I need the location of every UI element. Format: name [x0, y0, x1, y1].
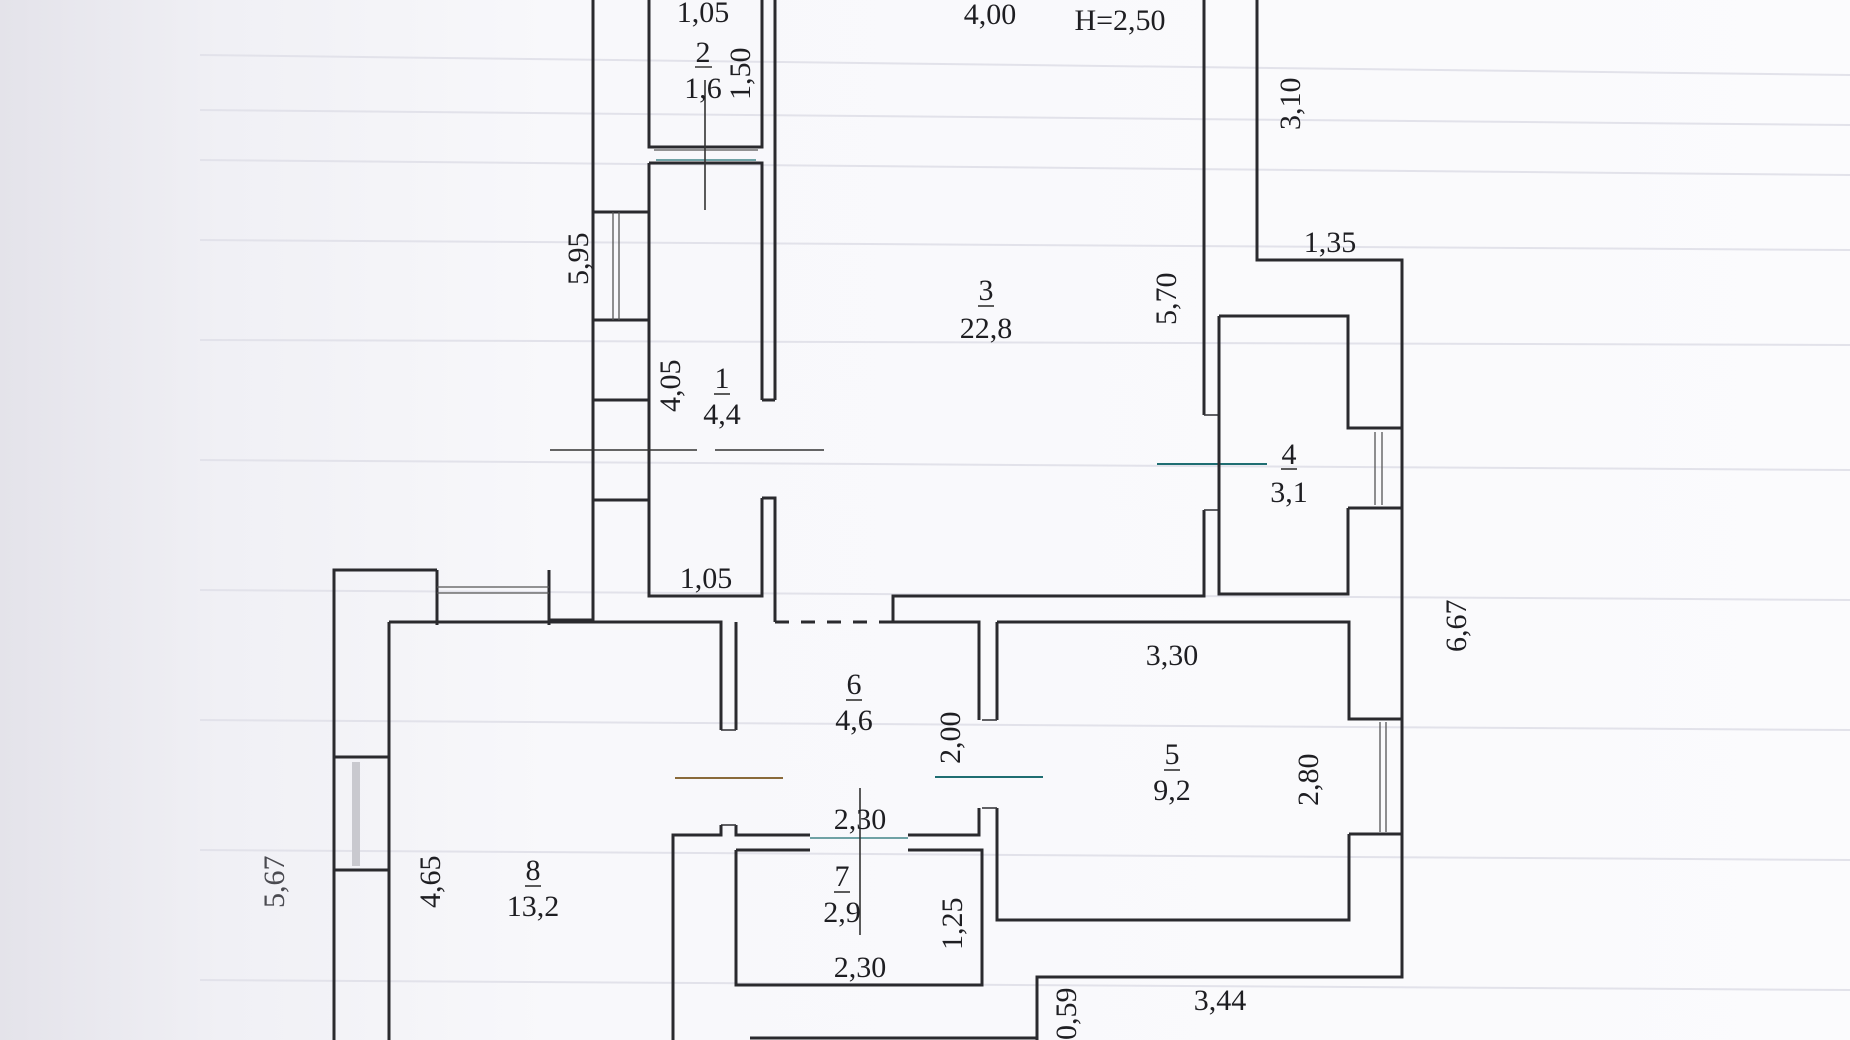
- room-2-number: 2: [696, 36, 711, 69]
- room-5-number: 5: [1165, 738, 1180, 771]
- dim-west-total: 5,67: [258, 856, 291, 909]
- ceiling-height: H=2,50: [1074, 4, 1165, 37]
- room-5-area: 9,2: [1153, 774, 1191, 807]
- dim-room3-length: 5,70: [1150, 273, 1183, 326]
- dim-east-wing-top: 3,10: [1274, 78, 1307, 131]
- corridor-block: [549, 0, 824, 622]
- dim-east-wing-step: 1,35: [1304, 226, 1357, 259]
- dim-room5-width: 3,30: [1146, 639, 1199, 672]
- dim-room7-width: 2,30: [834, 951, 887, 984]
- room-7-number: 7: [835, 860, 850, 893]
- room-3-number: 3: [979, 274, 994, 307]
- east-wing-walls: [1035, 0, 1404, 1040]
- room-6-number: 6: [847, 668, 862, 701]
- dim-room5-length: 2,80: [1292, 754, 1325, 807]
- room-6-area: 4,6: [835, 704, 873, 737]
- room-5-walls: [935, 620, 1402, 922]
- dim-south-step: 0,59: [1050, 988, 1083, 1040]
- room-2-area: 1,6: [684, 72, 722, 105]
- room-labels: 1,05 2 1,6 1,50 5,95 4,05 1 4,4 1,05 4,0…: [258, 0, 1473, 1040]
- dim-room1-length: 4,05: [654, 360, 687, 413]
- room-1-number: 1: [715, 362, 730, 395]
- room-7-area: 2,9: [823, 896, 861, 929]
- dim-room2-length: 1,50: [724, 48, 757, 101]
- dim-room1-width: 1,05: [680, 562, 733, 595]
- room-6-walls: [675, 620, 981, 839]
- dim-room6-width: 2,30: [834, 803, 887, 836]
- background-ghost-lines: [199, 54, 1850, 991]
- room-8-walls: [332, 568, 1037, 1040]
- room-1-area: 4,4: [703, 398, 741, 431]
- room-7-walls: [734, 788, 984, 987]
- dim-room7-length: 1,25: [936, 898, 969, 951]
- dim-room6-length: 2,00: [934, 712, 967, 765]
- dim-east-total: 6,67: [1440, 600, 1473, 653]
- dim-room2-width: 1,05: [677, 0, 730, 29]
- room-4-area: 3,1: [1270, 476, 1308, 509]
- dim-corridor-length: 5,95: [562, 233, 595, 286]
- dim-room8-length: 4,65: [414, 856, 447, 909]
- dim-south-width: 3,44: [1194, 984, 1247, 1017]
- room-4-number: 4: [1282, 438, 1297, 471]
- room-8-number: 8: [526, 854, 541, 887]
- room-3-walls: [775, 0, 1267, 624]
- room-3-area: 22,8: [960, 312, 1013, 345]
- dim-room3-width: 4,00: [964, 0, 1017, 31]
- room-8-area: 13,2: [507, 890, 560, 923]
